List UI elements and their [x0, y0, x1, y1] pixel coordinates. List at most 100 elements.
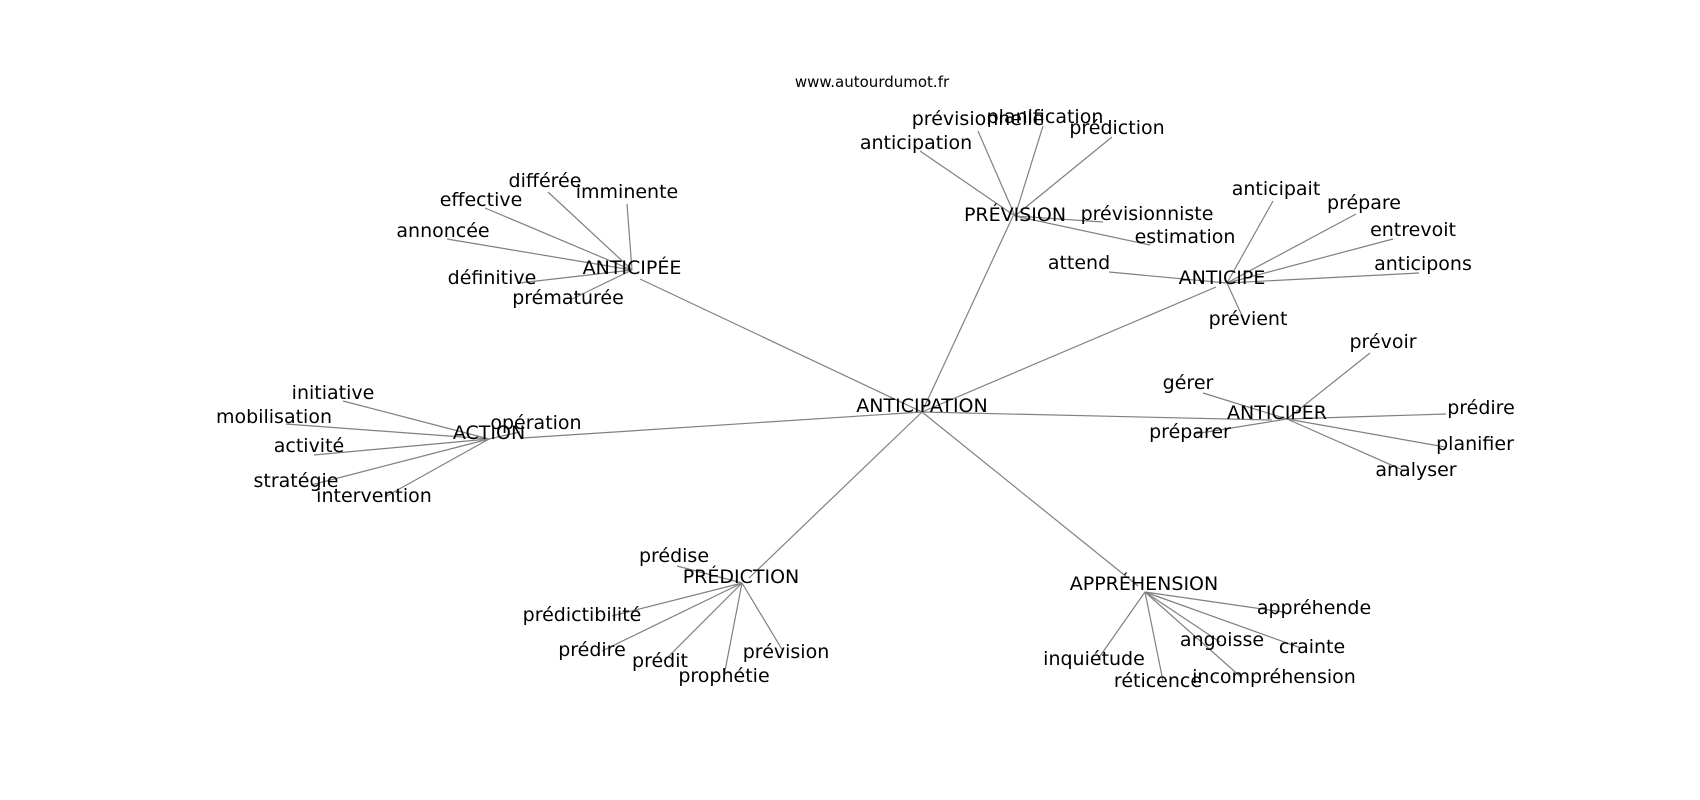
edge-action-action-activite [313, 438, 490, 456]
node-anticiper: ANTICIPER [1227, 402, 1327, 424]
edge-anticiper-anticiper-prevoir [1286, 352, 1371, 420]
edge-prediction-prediction-prophetie [723, 582, 743, 677]
node-anticipe-anticipait: anticipait [1232, 178, 1321, 200]
node-prediction-predictibilite: prédictibilité [523, 604, 642, 626]
node-anticiper-planifier: planifier [1436, 433, 1514, 455]
edge-action-action-mobilisation [285, 423, 490, 440]
edge-prediction-prediction-predit [663, 582, 743, 662]
edge-anticipation-prevision [921, 215, 1014, 413]
node-anticipe-previent: prévient [1209, 308, 1288, 330]
node-action-activite: activité [274, 435, 344, 457]
edge-anticipee-anticipee-definitive [518, 269, 633, 284]
node-anticipee: ANTICIPÉE [583, 256, 682, 279]
edge-prediction-prediction-prevision [741, 582, 784, 652]
edge-anticipee-anticipee-effective [484, 207, 633, 271]
edge-apprehension-apprehension-reticence [1144, 591, 1164, 682]
edge-anticipe-anticipe-attend [1108, 271, 1228, 284]
node-prevision-previsionniste: prévisionniste [1081, 203, 1214, 225]
edge-prevision-prevision-prediction [1014, 136, 1113, 217]
node-prediction: PRÉDICTION [683, 565, 800, 588]
edge-action-action-intervention [384, 438, 490, 498]
edge-anticipe-anticipe-previent [1226, 282, 1245, 321]
node-anticipee-imminente: imminente [576, 181, 679, 203]
edge-anticipation-anticipee [639, 278, 923, 413]
edge-anticipee-anticipee-annoncee [446, 238, 633, 271]
edge-anticiper-anticiper-gerer [1202, 392, 1288, 420]
edge-anticipation-anticipe [921, 286, 1217, 413]
node-action: ACTION [453, 422, 525, 444]
edge-apprehension-apprehension-apprehende [1144, 591, 1284, 613]
graph-edges [285, 125, 1447, 682]
edge-anticipation-action [521, 411, 923, 439]
edge-anticipation-prediction [748, 411, 923, 579]
node-prevision-prediction: prédiction [1069, 117, 1164, 139]
node-action-mobilisation: mobilisation [216, 406, 332, 428]
edge-action-action-strategie [310, 438, 490, 486]
node-anticipee-differee: différée [509, 170, 582, 192]
node-apprehension-incomprehension: incompréhension [1192, 666, 1356, 688]
edge-prevision-prevision-anticipation [919, 150, 1016, 217]
edge-prediction-prediction-predictibilite [611, 582, 743, 617]
node-prevision-anticipation: anticipation [860, 132, 972, 154]
edge-anticiper-anticiper-planifier [1286, 418, 1446, 448]
node-prediction-prevision: prévision [743, 641, 830, 663]
node-anticipee-annoncee: annoncée [396, 220, 489, 242]
node-anticipe-anticipons: anticipons [1374, 253, 1472, 275]
node-anticiper-gerer: gérer [1163, 372, 1214, 394]
graph-labels: anticipationprévisionnelleplanificationp… [216, 106, 1515, 692]
node-anticipation: ANTICIPATION [856, 395, 987, 417]
edge-action-action-operation [488, 431, 521, 440]
edge-prediction-prediction-predise [676, 565, 743, 584]
edge-anticiper-anticiper-predire [1286, 413, 1447, 420]
edge-prevision-prevision-previsionniste [1014, 215, 1104, 223]
node-prevision-previsionnelle: prévisionnelle [912, 108, 1045, 130]
node-anticiper-prevoir: prévoir [1349, 331, 1416, 353]
edge-anticipee-anticipee-differee [547, 191, 633, 271]
edge-anticipee-anticipee-prematuree [569, 269, 633, 301]
node-anticipe-attend: attend [1048, 252, 1110, 274]
node-apprehension-reticence: réticence [1114, 670, 1202, 692]
node-anticipee-effective: effective [440, 189, 523, 211]
node-anticipe-prepare: prépare [1327, 192, 1401, 214]
node-anticiper-preparer: préparer [1149, 421, 1231, 443]
node-anticipe: ANTICIPE [1179, 267, 1266, 289]
node-anticiper-predire: prédire [1447, 397, 1515, 419]
edge-prediction-prediction-predire [601, 582, 743, 652]
node-prediction-prophetie: prophétie [678, 665, 769, 687]
edge-prevision-prevision-previsionnelle [977, 130, 1016, 217]
node-anticiper-analyser: analyser [1375, 459, 1456, 481]
node-apprehension: APPRÉHENSION [1070, 572, 1218, 595]
edge-anticipation-anticiper [921, 411, 1273, 421]
edge-anticipation-apprehension [921, 411, 1139, 587]
node-prevision-estimation: estimation [1135, 226, 1236, 248]
node-action-operation: opération [490, 412, 581, 434]
node-action-intervention: intervention [316, 485, 432, 507]
node-prediction-predise: prédise [639, 545, 709, 567]
node-prevision-planification: planification [987, 106, 1104, 128]
edge-apprehension-apprehension-incomprehension [1144, 591, 1243, 679]
edge-anticipee-anticipee-imminente [626, 203, 633, 271]
node-anticipe-entrevoit: entrevoit [1370, 219, 1456, 241]
node-action-initiative: initiative [292, 382, 375, 404]
edge-prevision-prevision-planification [1014, 125, 1044, 217]
edge-anticipe-anticipe-anticipons [1226, 272, 1420, 284]
node-anticipee-prematuree: prématurée [512, 287, 624, 309]
edge-anticipe-anticipe-entrevoit [1226, 238, 1394, 284]
edge-anticiper-anticiper-analyser [1286, 418, 1406, 472]
edge-apprehension-apprehension-inquietude [1097, 591, 1146, 660]
node-action-strategie: stratégie [254, 470, 339, 492]
edge-anticipe-anticipe-prepare [1226, 213, 1357, 284]
edge-apprehension-apprehension-crainte [1144, 591, 1302, 649]
node-prediction-predire: prédire [558, 639, 626, 661]
node-apprehension-angoisse: angoisse [1180, 629, 1264, 651]
source-watermark: www.autourdumot.fr [795, 73, 950, 91]
edge-action-action-initiative [342, 400, 490, 440]
node-apprehension-crainte: crainte [1279, 636, 1345, 658]
edge-prevision-prevision-estimation [1014, 215, 1151, 246]
edge-apprehension-apprehension-angoisse [1144, 591, 1221, 643]
edge-anticiper-anticiper-preparer [1193, 418, 1288, 435]
node-anticipee-definitive: définitive [448, 267, 537, 289]
node-prediction-predit: prédit [632, 650, 688, 672]
